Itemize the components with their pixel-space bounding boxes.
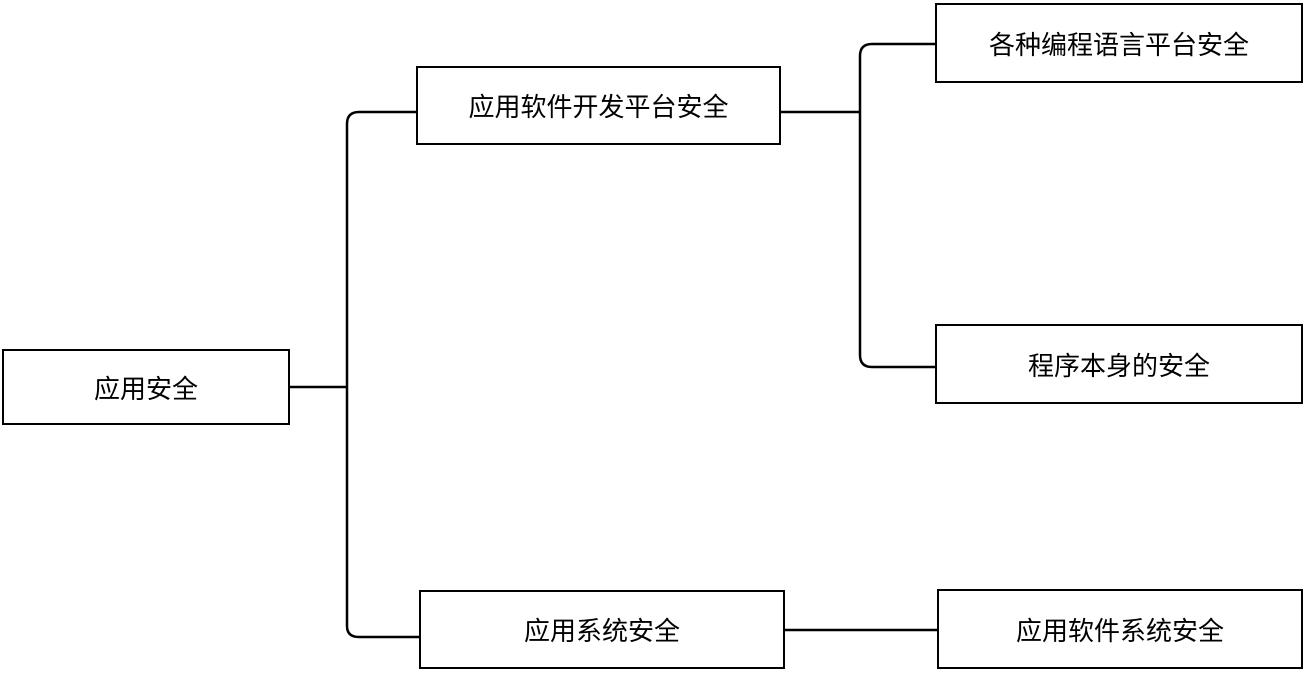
node-programming-language-platform-security: 各种编程语言平台安全 (935, 3, 1303, 83)
node-app-software-system-security: 应用软件系统安全 (937, 589, 1303, 669)
node-label: 应用软件系统安全 (1015, 616, 1224, 647)
connector-root-to-dev-platform (345, 110, 416, 387)
connector-dev-platform-to-languages (858, 42, 935, 112)
node-label: 各种编程语言平台安全 (988, 30, 1249, 61)
connector-dev-platform-to-program (858, 112, 935, 369)
connector-root-to-app-system (345, 387, 419, 639)
node-app-system-security: 应用系统安全 (419, 590, 785, 669)
root-node-label: 应用安全 (93, 374, 198, 405)
node-app-dev-platform-security: 应用软件开发平台安全 (416, 66, 781, 145)
root-node-app-security: 应用安全 (2, 349, 290, 425)
node-label: 应用系统安全 (523, 617, 680, 647)
node-program-itself-security: 程序本身的安全 (935, 324, 1303, 404)
node-label: 程序本身的安全 (1027, 351, 1210, 382)
node-label: 应用软件开发平台安全 (468, 93, 729, 123)
